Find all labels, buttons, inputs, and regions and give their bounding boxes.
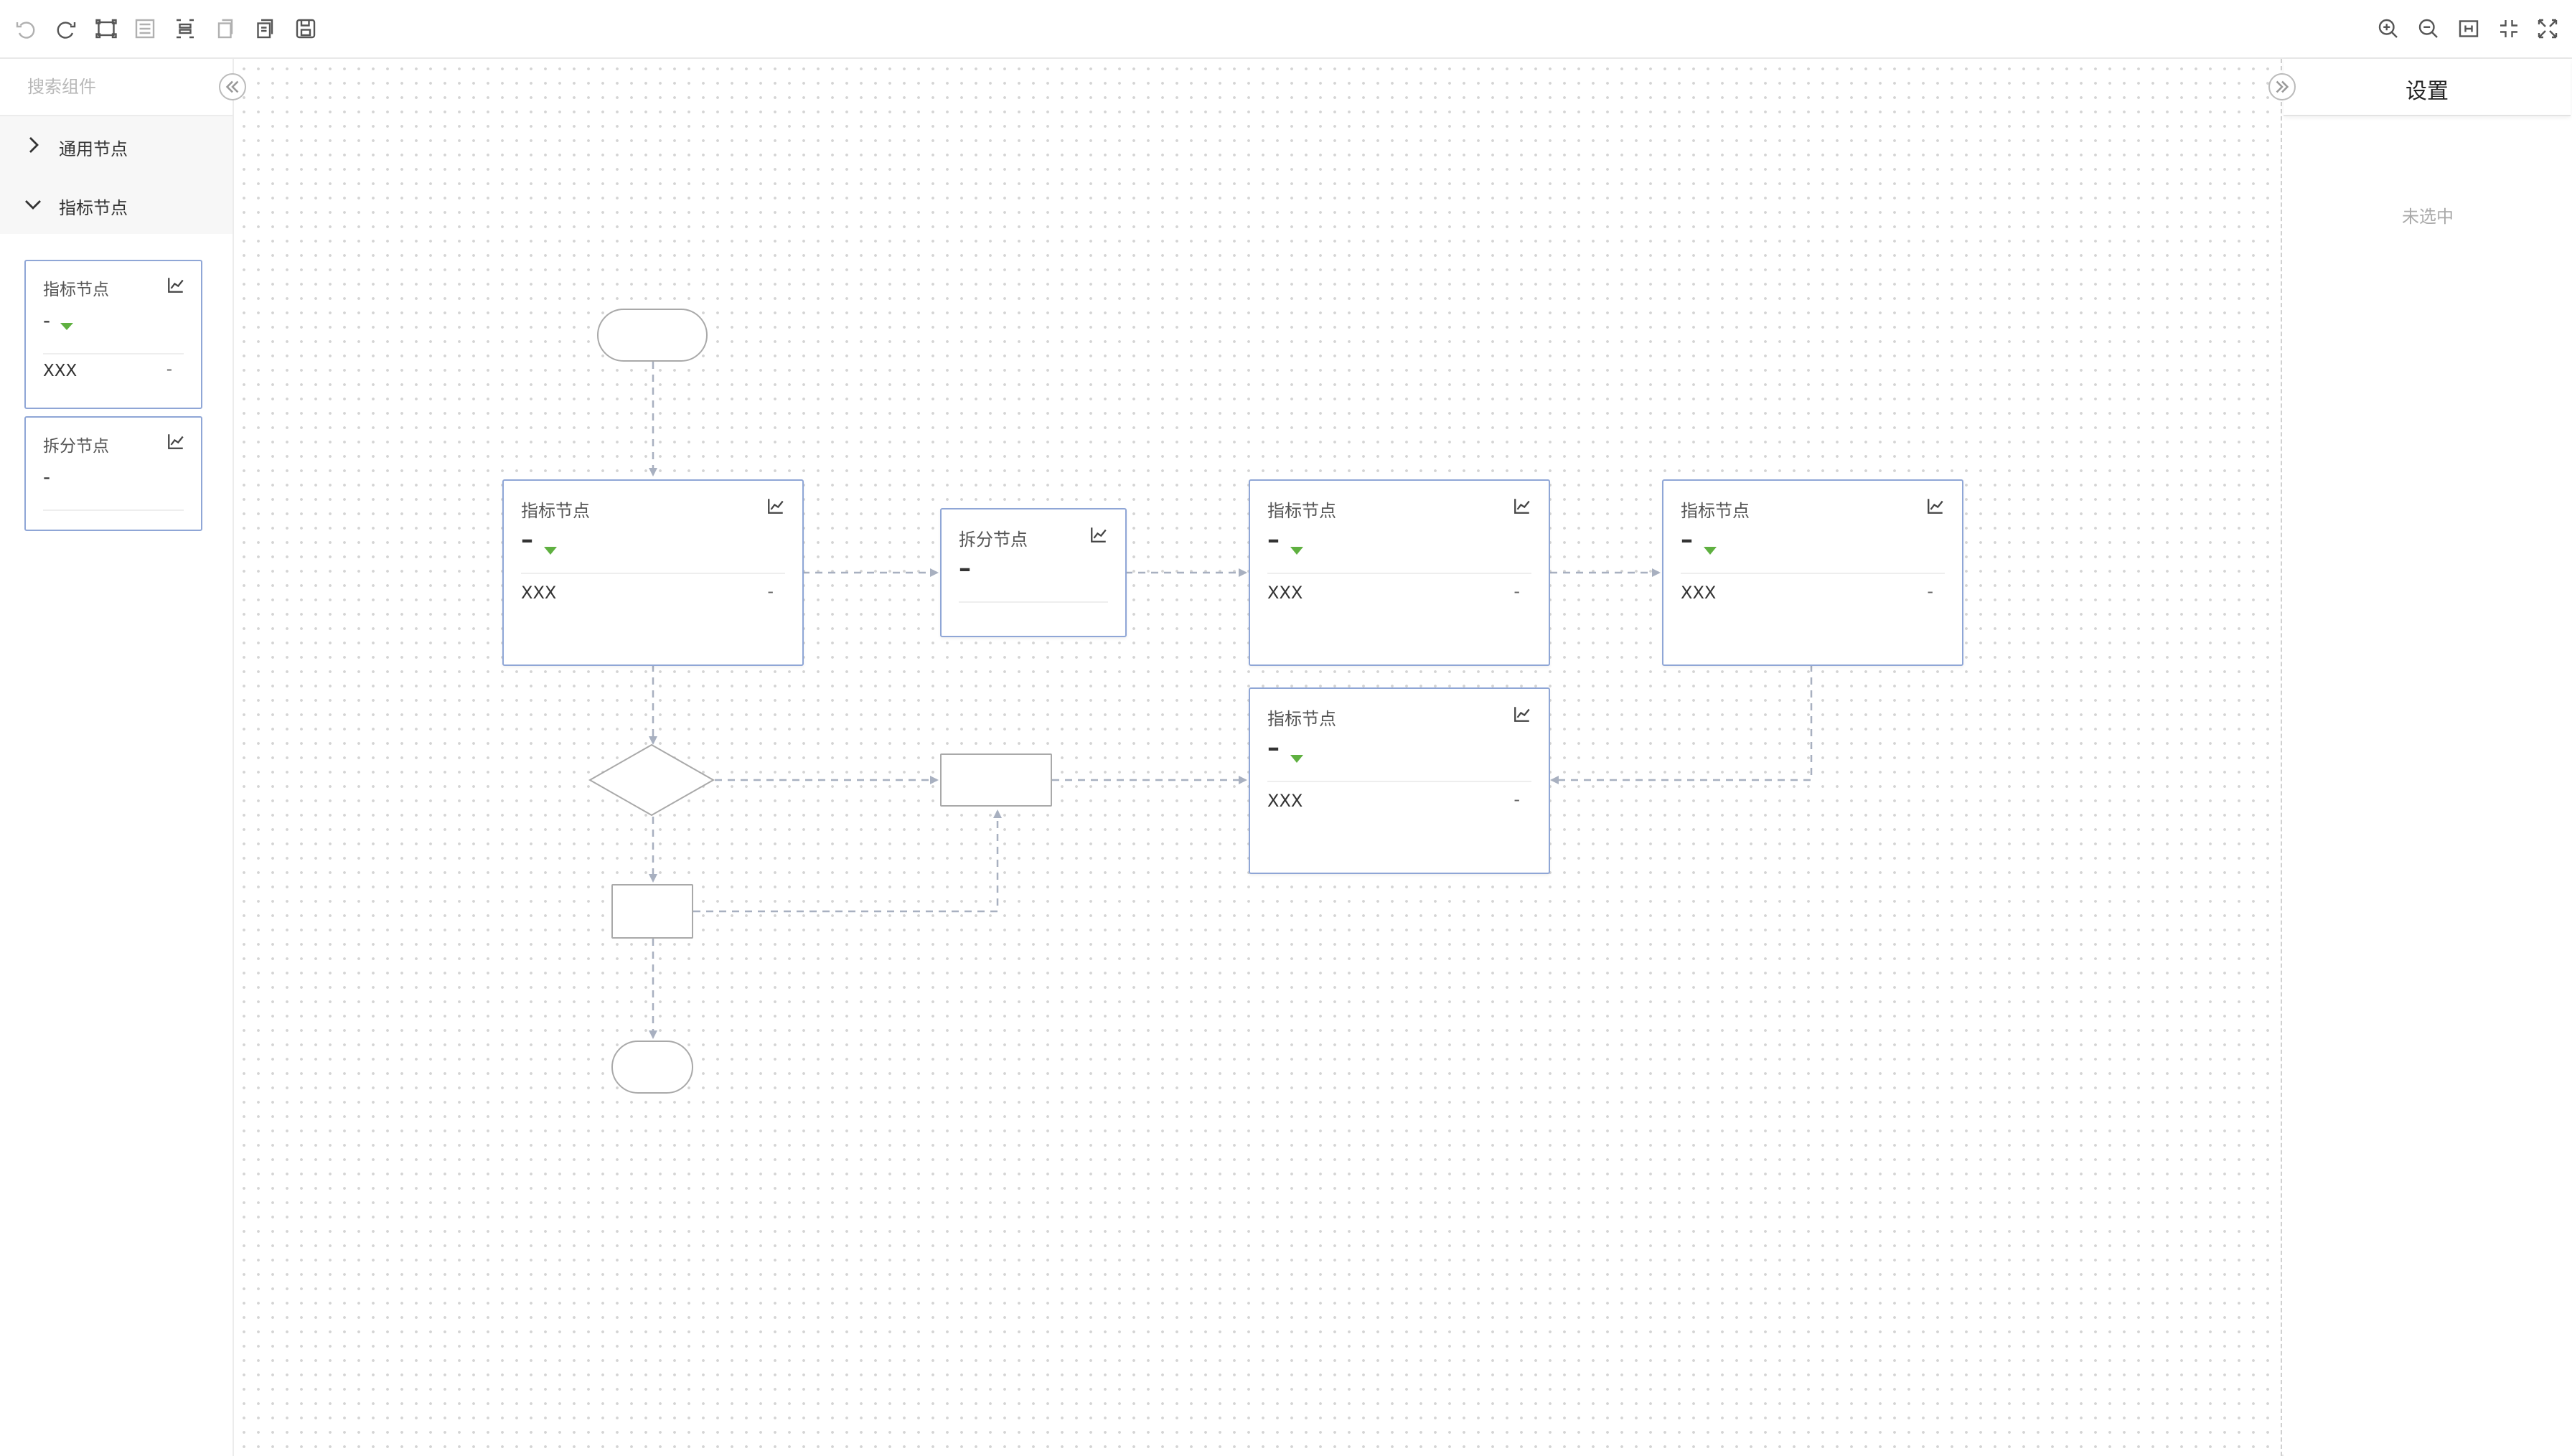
settings-panel: 设置 未选中 [2284, 59, 2572, 1456]
frame-select-icon[interactable] [93, 16, 119, 42]
process-node[interactable] [940, 753, 1052, 807]
group-general-nodes[interactable]: 通用节点 [0, 116, 233, 175]
palette-value: - [43, 309, 51, 332]
divider [43, 353, 184, 354]
metric-name: XXX [1681, 583, 1717, 603]
group-label: 通用节点 [59, 139, 128, 159]
fit-view-icon[interactable] [2456, 16, 2482, 42]
exit-fullscreen-icon[interactable] [2496, 16, 2522, 42]
empty-selection-text: 未选中 [2402, 207, 2454, 227]
group-label: 指标节点 [59, 198, 128, 218]
divider [959, 601, 1108, 603]
trend-down-icon [1704, 547, 1717, 555]
zoom-in-icon[interactable] [2375, 16, 2401, 42]
divider [1267, 573, 1531, 574]
node-value: – [1267, 733, 1280, 762]
metric-dash: - [1513, 789, 1520, 809]
node-title: 指标节点 [1267, 709, 1336, 729]
undo-icon[interactable] [13, 16, 39, 42]
settings-title: 设置 [2406, 79, 2449, 104]
metric-node[interactable]: 指标节点 – XXX - [1249, 479, 1550, 666]
node-title: 指标节点 [1681, 501, 1750, 521]
divider [1681, 573, 1945, 574]
align-icon[interactable] [132, 16, 158, 42]
metric-name: XXX [1267, 791, 1303, 811]
fit-content-icon[interactable] [172, 16, 198, 42]
line-chart-icon [166, 276, 185, 294]
palette-split-node[interactable]: 拆分节点 - [24, 416, 202, 531]
palette-title: 拆分节点 [43, 437, 109, 456]
palette-metric-dash: - [166, 360, 172, 379]
component-panel: 通用节点 指标节点 指标节点 - XXX - 拆分节点 - [0, 59, 234, 1456]
metric-name: XXX [1267, 583, 1303, 603]
line-chart-icon [166, 432, 185, 451]
node-value: – [959, 554, 971, 583]
collapse-right-panel-button[interactable] [2268, 73, 2296, 100]
palette-metric-node[interactable]: 指标节点 - XXX - [24, 260, 202, 409]
process-node-2[interactable] [611, 884, 693, 939]
metric-dash: - [1513, 581, 1520, 601]
palette-metric-name: XXX [43, 362, 78, 380]
line-chart-icon[interactable] [1926, 497, 1945, 515]
end-node[interactable] [611, 1041, 693, 1094]
trend-down-icon [1290, 547, 1303, 555]
metric-dash: - [767, 581, 774, 601]
save-icon[interactable] [293, 16, 319, 42]
search-input[interactable] [26, 70, 208, 103]
line-chart-icon[interactable] [1513, 705, 1531, 723]
collapse-left-panel-button[interactable] [219, 73, 246, 100]
metric-name: XXX [521, 583, 557, 603]
node-value: – [1267, 525, 1280, 554]
canvas-divider [2281, 59, 2282, 1456]
line-chart-icon[interactable] [1089, 525, 1108, 544]
palette-title: 指标节点 [43, 281, 109, 299]
node-title: 拆分节点 [959, 530, 1028, 550]
node-title: 指标节点 [521, 501, 590, 521]
node-title: 指标节点 [1267, 501, 1336, 521]
copy-icon[interactable] [212, 16, 238, 42]
divider [521, 573, 785, 574]
toolbar [0, 0, 2572, 59]
metric-dash: - [1927, 581, 1933, 601]
redo-icon[interactable] [53, 16, 79, 42]
metric-node[interactable]: 指标节点 – XXX - [502, 479, 804, 666]
line-chart-icon[interactable] [1513, 497, 1531, 515]
component-search [0, 59, 233, 116]
trend-down-icon [1290, 755, 1303, 763]
start-node[interactable] [597, 309, 708, 362]
trend-down-icon [544, 547, 557, 555]
node-value: – [521, 525, 533, 554]
trend-down-icon [60, 323, 73, 330]
split-node[interactable]: 拆分节点 – [940, 508, 1127, 637]
metric-node[interactable]: 指标节点 – XXX - [1662, 479, 1963, 666]
chevron-down-icon [22, 192, 44, 215]
decision-node[interactable] [587, 743, 716, 817]
palette-value: - [43, 465, 51, 489]
paste-icon[interactable] [253, 16, 278, 42]
divider [43, 509, 184, 511]
group-metric-nodes[interactable]: 指标节点 [0, 175, 233, 234]
line-chart-icon[interactable] [766, 497, 785, 515]
zoom-out-icon[interactable] [2416, 16, 2441, 42]
fullscreen-icon[interactable] [2535, 16, 2561, 42]
settings-header: 设置 [2284, 59, 2571, 116]
node-value: – [1681, 525, 1693, 554]
metric-node[interactable]: 指标节点 – XXX - [1249, 687, 1550, 874]
divider [1267, 781, 1531, 782]
chevron-right-icon [22, 133, 44, 156]
